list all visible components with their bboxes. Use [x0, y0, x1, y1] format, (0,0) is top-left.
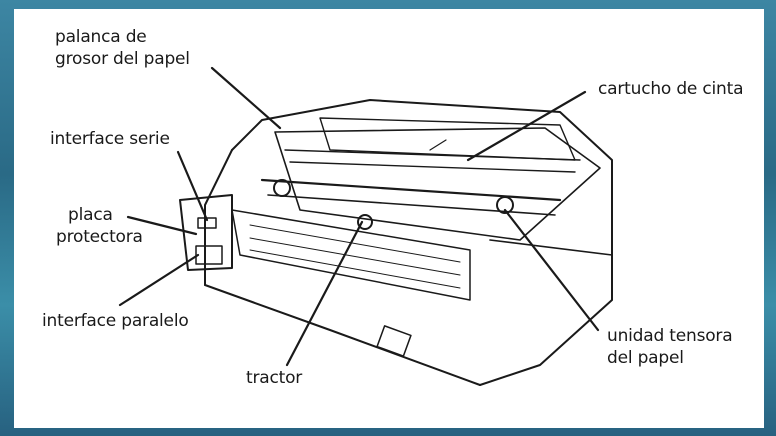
- parallel-connector: [195, 245, 223, 265]
- ribbon-mark: [429, 139, 447, 151]
- printer-top-outline: [231, 99, 613, 179]
- diagram-panel: [14, 9, 764, 428]
- label-thickness-lever-line-2: grosor del papel: [55, 49, 190, 69]
- platen-rod-1: [260, 178, 562, 202]
- printer-right-side: [479, 177, 613, 386]
- label-thickness-lever-line-1: palanca de: [55, 27, 147, 47]
- label-thickness-lever: palanca de grosor del papel: [55, 26, 190, 70]
- label-ribbon-cartridge-line-1: cartucho de cinta: [598, 79, 744, 99]
- tractor-wheel-left: [273, 179, 291, 197]
- leader-paper-tension-unit: [503, 208, 600, 332]
- printer-left-side: [204, 149, 233, 286]
- ribbon-cartridge-shape: [319, 117, 576, 161]
- front-slot: [376, 325, 412, 357]
- right-body-block: [489, 239, 613, 301]
- tractor-wheel-mid: [357, 214, 373, 230]
- label-paper-tension-unit-line-2: del papel: [607, 348, 684, 368]
- label-tractor-line-1: tractor: [246, 368, 303, 388]
- printer-front-bottom: [204, 284, 481, 386]
- left-panel: [179, 194, 233, 271]
- label-paper-tension-unit-line-1: unidad tensora: [607, 326, 733, 346]
- label-parallel-interface: interface paralelo: [42, 310, 189, 332]
- leader-ribbon-cartridge: [466, 90, 587, 162]
- label-tractor: tractor: [246, 367, 302, 389]
- tractor-wheel-right: [496, 196, 514, 214]
- label-serial-interface-line-1: interface serie: [50, 129, 170, 149]
- label-protective-plate: placa protectora: [56, 204, 143, 248]
- label-protective-plate-line-2: protectora: [56, 227, 143, 247]
- leader-parallel-interface: [118, 253, 200, 307]
- label-ribbon-cartridge: cartucho de cinta: [598, 78, 744, 100]
- label-serial-interface: interface serie: [50, 128, 170, 150]
- platen-rod-4: [289, 161, 576, 173]
- label-paper-tension-unit: unidad tensora del papel: [607, 325, 733, 369]
- label-protective-plate-line-1: placa: [68, 205, 113, 225]
- leader-tractor: [285, 220, 364, 367]
- paper-feed-line-3: [249, 249, 461, 289]
- leader-serial-interface: [176, 150, 209, 222]
- leader-thickness-lever: [210, 66, 282, 130]
- paper-feed-tray: [231, 209, 471, 301]
- paper-feed-line-1: [249, 224, 461, 263]
- paper-feed-line-2: [249, 237, 461, 276]
- leader-protective-plate: [126, 215, 198, 236]
- label-parallel-interface-line-1: interface paralelo: [42, 311, 189, 331]
